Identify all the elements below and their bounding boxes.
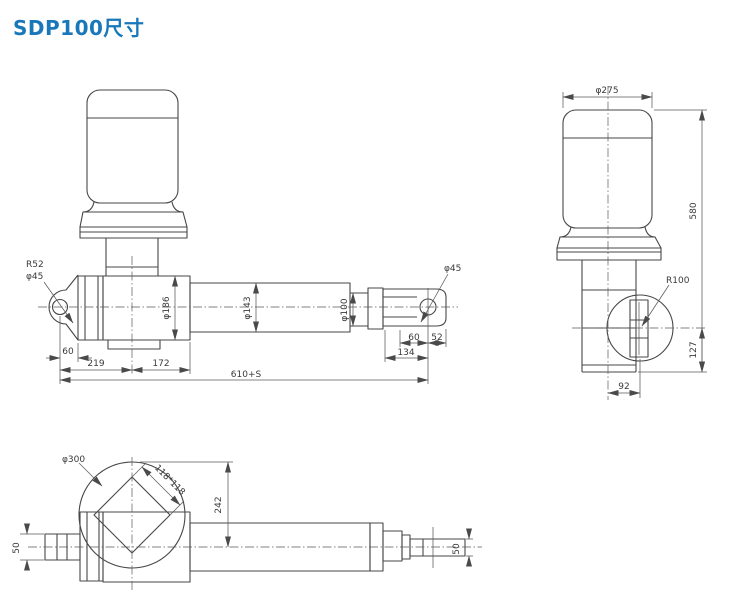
bell-side-right (182, 211, 188, 228)
dim-118 (141, 466, 181, 506)
label-127: 127 (689, 341, 699, 358)
side-view: R52 φ45 φ45 φ186 φ143 φ100 60 219 172 61… (26, 89, 461, 384)
label-d300: φ300 (62, 455, 85, 465)
front-view: φ275 580 127 R100 92 (556, 86, 707, 400)
label-610s: 610+S (231, 370, 262, 380)
leader-d45-right (420, 273, 449, 323)
bell-right-front (654, 236, 662, 249)
label-d186: φ186 (162, 296, 172, 319)
leader-r100 (641, 284, 670, 327)
top-step1 (382, 530, 403, 562)
page-title: SDP100尺寸 (13, 16, 145, 40)
label-d45-right: φ45 (444, 264, 461, 274)
label-r52: R52 (26, 260, 44, 270)
label-172: 172 (152, 359, 169, 369)
leader-r52-d45 (43, 281, 74, 324)
label-219: 219 (87, 359, 104, 369)
label-242: 242 (214, 496, 224, 513)
motor-flare (82, 201, 184, 213)
rod-end-fitting (382, 288, 447, 327)
label-d275: φ275 (595, 86, 618, 96)
label-52: 52 (431, 333, 442, 343)
label-92: 92 (618, 382, 629, 392)
top-collar (79, 511, 104, 582)
flange-plate-front (556, 247, 662, 261)
motor-outline-front (562, 109, 653, 229)
label-d100: φ100 (340, 298, 350, 321)
label-d143: φ143 (243, 296, 253, 319)
bottom-plate (107, 339, 161, 350)
outer-tube (189, 282, 351, 333)
end-stub-shaft (409, 538, 466, 557)
clevis-eye (48, 274, 79, 341)
ext-118-a (131, 462, 147, 478)
leader-d300 (78, 462, 103, 487)
motor-outline (86, 89, 179, 204)
label-d45-left: φ45 (26, 272, 43, 282)
bell-side-left (79, 211, 84, 228)
label-60-left: 60 (62, 347, 74, 357)
label-118: 118*118 (152, 463, 187, 498)
top-housing (102, 511, 191, 583)
label-50-right: 50 (452, 543, 462, 555)
label-134: 134 (397, 348, 414, 358)
front-collar (77, 275, 104, 341)
clevis-hole (51, 298, 69, 316)
motor-flare-front (559, 226, 656, 238)
label-r100: R100 (666, 276, 690, 286)
top-view: φ300 118*118 242 50 50 (12, 455, 482, 592)
bell-left-front (556, 236, 561, 249)
label-580: 580 (689, 202, 699, 219)
gearbox-body (102, 275, 191, 341)
label-50-left: 50 (12, 542, 22, 554)
clevis-slot (629, 299, 649, 358)
label-60-right: 60 (408, 333, 420, 343)
rod-collar (367, 287, 384, 330)
ext-118-b (169, 500, 185, 516)
